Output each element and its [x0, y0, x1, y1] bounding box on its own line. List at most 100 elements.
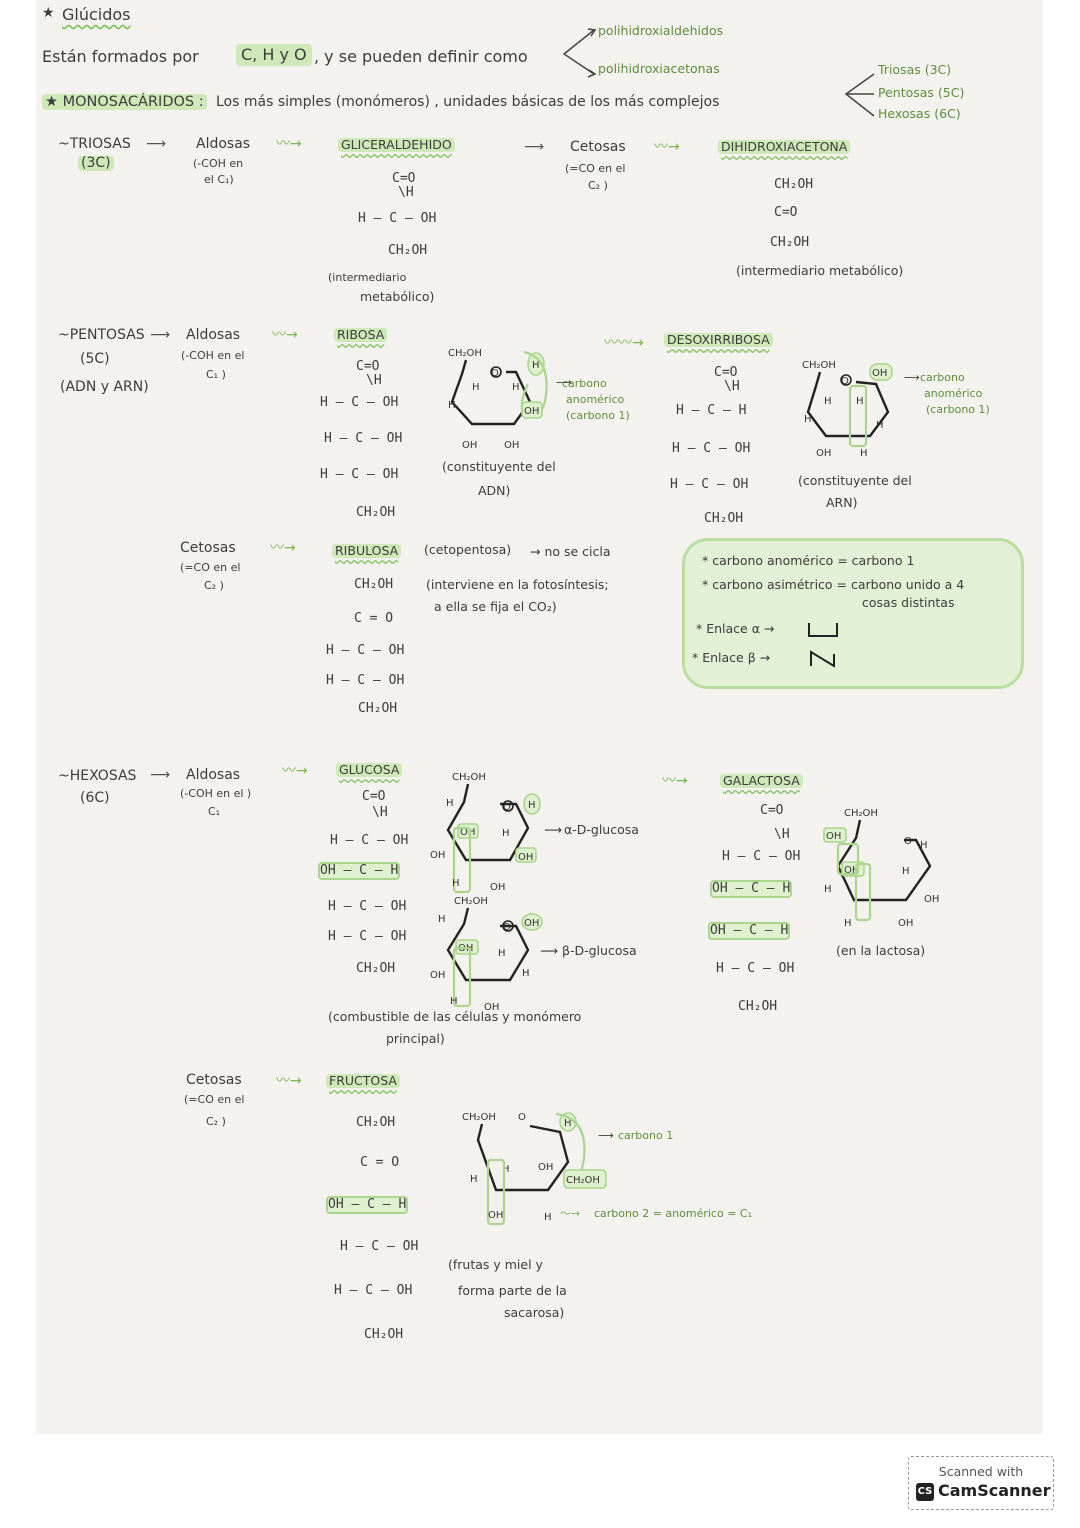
svg-text:O: O — [904, 836, 912, 847]
squiggle-arrow-icon: 〜→ — [560, 1207, 581, 1220]
definition-ketones: polihidroxiacetonas — [598, 61, 720, 76]
svg-text:OH: OH — [430, 970, 445, 981]
svg-text:H: H — [452, 878, 460, 889]
fructosa-line-6: CH₂OH — [364, 1327, 404, 1342]
gliceraldehido-name: GLICERALDEHIDO — [338, 138, 455, 152]
arrow-icon: ⟶ — [544, 822, 562, 837]
monosacaridos-title: ★ MONOSACÁRIDOS : — [42, 94, 207, 110]
pentosas-cetosas-note-2: C₂ ) — [204, 579, 224, 592]
svg-text:H: H — [544, 1212, 552, 1223]
svg-text:OH: OH — [538, 1162, 553, 1173]
hexosas-aldosas-note-1: (-COH en el ) — [180, 787, 252, 800]
glucosa-line-1: C=O — [362, 789, 386, 804]
svg-text:OH: OH — [518, 852, 533, 863]
hexosas-cetosas-note-1: (=CO en el — [184, 1093, 245, 1106]
pentosas-cetosas-note-1: (=CO en el — [180, 561, 241, 574]
svg-text:H: H — [512, 382, 520, 393]
arrow-icon: ⟶ — [146, 136, 167, 152]
galactosa-line-6: H – C – OH — [716, 961, 795, 976]
svg-text:H: H — [448, 400, 456, 411]
squiggle-arrow-icon: 〰→ — [662, 773, 688, 789]
camscanner-badge: Scanned with CS CamScanner — [908, 1456, 1054, 1510]
alpha-bond-icon — [808, 623, 838, 637]
beta-glucosa-label: β-D-glucosa — [562, 943, 637, 958]
svg-text:H: H — [446, 798, 454, 809]
galactosa-line-1: C=O — [760, 803, 784, 818]
ribulosa-name: RIBULOSA — [332, 544, 402, 558]
galactosa-line-2: \H — [774, 827, 790, 842]
ribosa-anomeric-3: (carbono 1) — [566, 409, 630, 422]
arrow-icon: ⟶ — [524, 139, 545, 155]
ribulosa-cycle: → no se cicla — [530, 544, 611, 559]
gliceraldehido-line-4: CH₂OH — [388, 243, 428, 258]
fructosa-note-2: forma parte de la — [458, 1283, 567, 1298]
camscanner-logo-icon: CS — [916, 1483, 934, 1501]
triosas-cetosas-note-2: C₂ ) — [588, 179, 608, 192]
galactosa-line-4: OH – C – H — [709, 879, 793, 899]
notebook-page — [36, 0, 1043, 1434]
svg-text:CH₂OH: CH₂OH — [462, 1112, 496, 1123]
desox-ring-note-2: ARN) — [826, 495, 858, 510]
svg-text:H: H — [438, 914, 446, 925]
svg-text:OH: OH — [924, 894, 939, 905]
svg-text:H: H — [856, 396, 864, 407]
note-asymmetric: * carbono asimétrico = carbono unido a 4 — [702, 577, 965, 592]
svg-text:H: H — [824, 396, 832, 407]
scanned-with-text: Scanned with — [938, 1464, 1024, 1479]
svg-text:OH: OH — [826, 831, 841, 842]
glucosa-note-1: (combustible de las células y monómero — [328, 1009, 582, 1024]
svg-text:H: H — [528, 800, 536, 811]
dihidroxiacetona-name: DIHIDROXIACETONA — [718, 140, 851, 154]
pentosas-aldosas: Aldosas — [186, 327, 241, 343]
desox-line-3: H – C – H — [676, 403, 747, 418]
hexosas-cetosas-note-2: C₂ ) — [206, 1115, 226, 1128]
desox-line-5: H – C – OH — [670, 477, 749, 492]
ribulosa-note-2: a ella se fija el CO₂) — [434, 599, 557, 614]
desox-line-6: CH₂OH — [704, 511, 744, 526]
squiggle-arrow-icon: 〰→ — [276, 1073, 302, 1089]
definition-aldehydes: polihidroxialdehidos — [598, 23, 724, 38]
galactosa-line-3: H – C – OH — [722, 849, 801, 864]
svg-text:OH: OH — [524, 918, 539, 929]
svg-text:H: H — [824, 884, 832, 895]
svg-text:OH: OH — [816, 448, 831, 459]
glucosa-name: GLUCOSA — [336, 763, 403, 777]
svg-text:H: H — [920, 840, 928, 851]
elements-highlight: C, H y O — [236, 44, 312, 66]
alpha-glucosa-label: α-D-glucosa — [564, 822, 639, 837]
desox-anomeric-1: carbono — [920, 371, 965, 384]
ribulosa-note-1: (interviene en la fotosíntesis; — [426, 577, 609, 592]
hexosas-title: ~HEXOSAS — [58, 768, 137, 784]
svg-text:H: H — [498, 948, 506, 959]
beta-bond-icon — [810, 650, 835, 668]
monosacaridos-desc: Los más simples (monómeros) , unidades b… — [216, 94, 720, 110]
arrow-icon: ⟶ — [150, 767, 171, 783]
svg-text:O: O — [491, 368, 499, 379]
branch-arrows-icon — [844, 73, 875, 117]
svg-text:OH: OH — [462, 440, 477, 451]
svg-text:OH: OH — [484, 1002, 499, 1013]
triosas-aldosas-note-2: el C₁) — [204, 173, 234, 186]
svg-text:O: O — [503, 802, 511, 813]
squiggle-arrow-icon: 〰→ — [276, 136, 302, 152]
note-alpha: * Enlace α → — [696, 621, 775, 636]
triosas-cetosas-note-1: (=CO en el — [565, 162, 626, 175]
triosas-cetosas: Cetosas — [570, 139, 626, 155]
ribulosa-line-1: CH₂OH — [354, 577, 394, 592]
glucosa-line-4: OH – C – H — [317, 861, 401, 881]
svg-text:H: H — [470, 1174, 478, 1185]
svg-text:H: H — [860, 448, 868, 459]
hexosas-aldosas-note-2: C₁ — [208, 805, 221, 818]
svg-text:H: H — [876, 420, 884, 431]
desox-line-2: \H — [724, 379, 740, 394]
fructosa-carbono-1: carbono 1 — [618, 1129, 674, 1142]
glucosa-line-3: H – C – OH — [330, 833, 409, 848]
desox-ring-note-1: (constituyente del — [798, 473, 912, 488]
svg-text:OH: OH — [872, 368, 887, 379]
galactosa-note: (en la lactosa) — [836, 943, 926, 958]
svg-text:OH: OH — [488, 1210, 503, 1221]
svg-text:OH: OH — [524, 406, 539, 417]
ribosa-line-6: CH₂OH — [356, 505, 396, 520]
